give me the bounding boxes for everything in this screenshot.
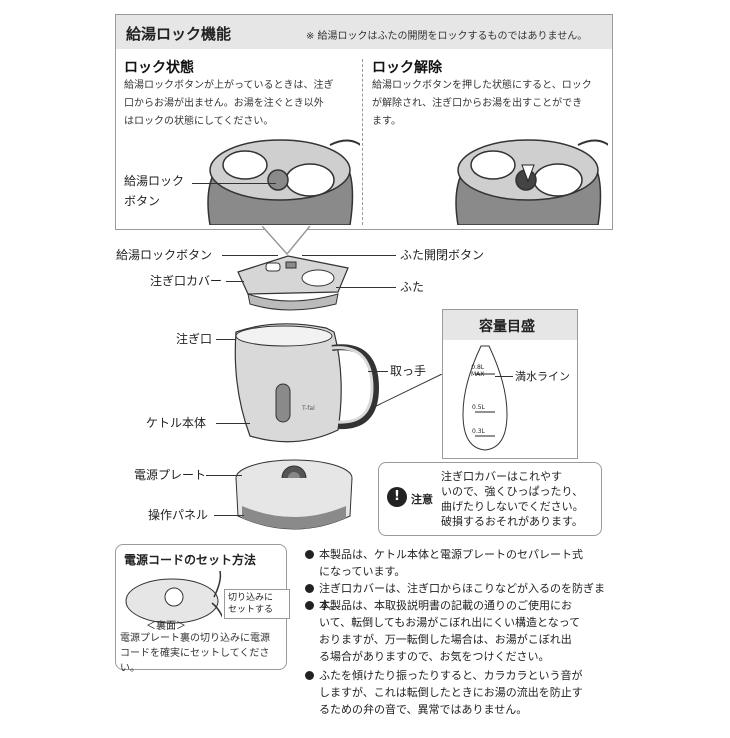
svg-text:T-fal: T-fal (301, 405, 315, 412)
lock-button-callout: 給湯ロック ボタン (124, 174, 185, 208)
cord-setup-box: 電源コードのセット方法 切り込みに セットする ＜裏面＞ 電源プレート裏の切り込… (115, 544, 290, 674)
bullet-icon (305, 550, 314, 559)
cord-setup-note: 電源プレート裏の切り込みに電源 コードを確実にセットしてください。 (120, 633, 270, 674)
caution-label: 注意 (411, 493, 433, 506)
capacity-header: 容量目盛 (443, 310, 577, 340)
label-control-panel: 操作パネル (148, 508, 209, 522)
leader-line (206, 475, 242, 476)
locked-state-title: ロック状態 (124, 60, 194, 76)
leader-line (302, 255, 396, 256)
label-lid-open-button: ふた開閉ボタン (400, 248, 485, 262)
unlocked-state-title: ロック解除 (372, 60, 442, 76)
bullet-item: 注ぎ口カバーは、注ぎ口からほこりなどが入るのを防ぎます。 (305, 580, 607, 614)
bullet-icon (305, 671, 314, 680)
bullet-item: 本製品は、ケトル本体と電源プレートのセパレート式 になっています。 (305, 546, 607, 580)
bullet-item: ふたを傾けたり振ったりすると、カラカラという音が しますが、これは転倒したときに… (305, 667, 607, 718)
lid-illustration (237, 255, 349, 311)
notch-label: 切り込みに セットする (224, 589, 290, 619)
lock-divider (362, 59, 363, 225)
power-plate-illustration (235, 459, 353, 530)
callout-line (192, 183, 276, 184)
leader-line (216, 339, 236, 340)
mark-max: 0.8L MAX (471, 364, 485, 378)
callout-pointer (262, 226, 311, 256)
leader-line (226, 281, 244, 282)
back-side-label: ＜裏面＞ (146, 621, 186, 632)
lock-function-title: 給湯ロック機能 (126, 25, 232, 43)
label-spout: 注ぎ口 (176, 332, 213, 346)
caution-icon: ! (387, 487, 407, 507)
leader-line (214, 515, 244, 516)
cord-setup-title: 電源コードのセット方法 (124, 553, 257, 567)
bullet-icon (305, 601, 314, 610)
capacity-title: 容量目盛 (479, 319, 535, 335)
capacity-leader (372, 374, 443, 409)
bullet-item: 本製品は、本取扱説明書の記載の通りのご使用にお いて、転倒してもお湯がこぼれ出に… (305, 597, 607, 665)
kettle-top-locked-illustration (207, 139, 360, 225)
label-power-plate: 電源プレート (134, 468, 207, 482)
lock-function-note: ※ 給湯ロックはふたの開閉をロックするものではありません。 (306, 31, 588, 42)
mark-half: 0.5L (472, 404, 485, 411)
label-lid: ふた (400, 280, 425, 294)
lock-function-box: 給湯ロック機能 ※ 給湯ロックはふたの開閉をロックするものではありません。 ロッ… (115, 14, 613, 230)
kettle-body-illustration: T-fal (234, 323, 380, 443)
lock-function-header: 給湯ロック機能 ※ 給湯ロックはふたの開閉をロックするものではありません。 (116, 15, 612, 49)
power-plate-back-illustration (125, 571, 222, 624)
label-spout-cover: 注ぎ口カバー (150, 274, 223, 288)
bullet-icon (305, 584, 314, 593)
leader-line (222, 255, 278, 256)
leader-line (368, 371, 388, 372)
caution-box: ! 注意 注ぎ口カバーはこれやす いので、強くひっぱったり、 曲げたりしないでく… (378, 462, 602, 536)
label-kettle-body: ケトル本体 (146, 416, 207, 430)
capacity-scale-box: 容量目盛 0.8L MAX 0.5L 0.3L 満水ライン (442, 309, 578, 459)
capacity-scale-illustration (462, 345, 508, 451)
label-full-line: 満水ライン (515, 370, 570, 383)
label-handle: 取っ手 (390, 364, 427, 378)
mark-low: 0.3L (472, 428, 485, 435)
locked-state-text: 給湯ロックボタンが上がっているときは、注ぎ 口からお湯が出ません。お湯を注ぐとき… (124, 80, 334, 127)
kettle-top-unlocked-illustration (455, 139, 608, 225)
label-lock-button: 給湯ロックボタン (116, 248, 213, 262)
leader-line (216, 423, 250, 424)
unlocked-state-text: 給湯ロックボタンを押した状態にすると、ロック が解除され、注ぎ口からお湯を出すこ… (372, 80, 592, 127)
caution-text: 注ぎ口カバーはこれやす いので、強くひっぱったり、 曲げたりしないでください。 … (441, 470, 584, 528)
leader-line (336, 287, 396, 288)
leader-line (495, 376, 513, 377)
